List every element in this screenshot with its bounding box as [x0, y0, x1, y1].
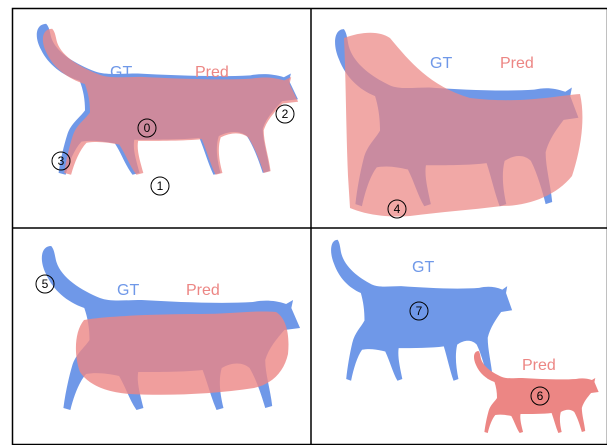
panel-bottom-right: GT Pred 7 6 — [331, 240, 599, 433]
pred-mask — [76, 311, 289, 394]
gt-label: GT — [117, 282, 139, 299]
svg-text:6: 6 — [537, 389, 544, 403]
pred-label: Pred — [500, 55, 534, 72]
pred-label: Pred — [186, 282, 220, 299]
svg-text:1: 1 — [157, 179, 164, 193]
pred-label: Pred — [195, 64, 229, 81]
svg-text:5: 5 — [42, 277, 49, 291]
gt-label: GT — [430, 55, 452, 72]
gt-label: GT — [110, 64, 132, 81]
svg-text:7: 7 — [416, 304, 423, 318]
panel-top-right: GT Pred 4 — [335, 29, 582, 218]
svg-text:0: 0 — [144, 121, 151, 135]
marker-1: 1 — [151, 177, 169, 195]
marker-2: 2 — [276, 105, 294, 123]
pred-mask — [43, 29, 298, 175]
svg-text:4: 4 — [394, 202, 401, 216]
panel-top-left: GT Pred 0 1 2 3 — [37, 24, 298, 195]
svg-text:2: 2 — [282, 107, 289, 121]
pred-label: Pred — [522, 357, 556, 374]
pred-mask — [344, 33, 582, 217]
panel-bottom-left: GT Pred 5 — [36, 246, 300, 410]
marker-5: 5 — [36, 275, 54, 293]
svg-text:3: 3 — [58, 154, 65, 168]
gt-label: GT — [412, 259, 434, 276]
